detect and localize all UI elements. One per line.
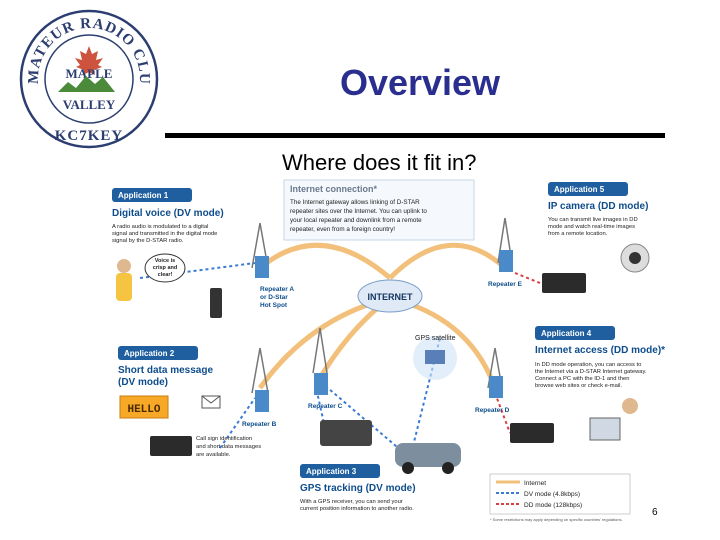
speech-bubble — [144, 253, 186, 283]
dstar-diagram: INTERNET GPS satellite Internet connecti… — [112, 179, 665, 522]
repeater-d: Repeater D — [475, 347, 510, 414]
internet-cloud: INTERNET — [357, 279, 423, 313]
app3-line-1: With a GPS receiver, you can send your — [300, 499, 403, 505]
repeater-b-label: Repeater B — [242, 421, 277, 428]
footnote: * Some restrictions may apply depending … — [490, 517, 623, 522]
application-2-card: Application 2 Short data message (DV mod… — [118, 346, 261, 458]
internet-connection-box: Internet connection* The Internet gatewa… — [283, 179, 475, 241]
repeater-e: Repeater E — [488, 217, 523, 288]
app1-tag: Application 1 — [118, 191, 169, 200]
car-icon — [395, 443, 461, 467]
app5-tag: Application 5 — [554, 185, 605, 194]
operator-icon — [622, 398, 638, 414]
gps-satellite: GPS satellite — [413, 335, 457, 380]
app2-title-2: (DV mode) — [118, 377, 168, 388]
repeater-c: Repeater C — [308, 327, 343, 410]
repeater-a-line-2: or D-Star — [260, 294, 288, 301]
slide-subtitle: Where does it fit in? — [282, 150, 477, 175]
app3-line-2: current position information to another … — [300, 506, 414, 512]
app5-line-2: mode and watch real-time images — [548, 224, 635, 230]
repeater-a: Repeater A or D-Star Hot Spot — [251, 222, 294, 309]
internet-label: INTERNET — [368, 292, 414, 302]
logo-valley: VALLEY — [63, 97, 116, 112]
app2-tag: Application 2 — [124, 349, 175, 358]
app4-line-1: In DD mode operation, you can access to — [535, 362, 641, 368]
dd-radio-icon — [542, 273, 586, 293]
mobile-radio-icon — [150, 436, 192, 456]
application-5-card: Application 5 IP camera (DD mode) You ca… — [542, 182, 650, 293]
bubble-line-1: Voice is — [155, 258, 175, 264]
internet-connection-line-3: your local repeater and downlink from a … — [290, 217, 422, 224]
app1-line-2: signal and transmitted in the digital mo… — [112, 231, 217, 237]
app5-line-3: from a remote location. — [548, 231, 608, 237]
logo-callsign: KC7KEY — [55, 128, 124, 144]
maple-leaf-icon — [75, 46, 103, 75]
repeater-d-label: Repeater D — [475, 407, 510, 414]
app4-line-2: the Internet via a D-STAR Internet gatew… — [535, 369, 647, 375]
app1-title: Digital voice (DV mode) — [112, 208, 224, 219]
application-4-card: Application 4 Internet access (DD mode)*… — [510, 326, 665, 443]
app2-line-1: Call sign identification — [196, 436, 252, 442]
logo-maple: MAPLE — [66, 66, 113, 81]
legend: Internet DV mode (4.8kbps) DD mode (128k… — [489, 473, 631, 515]
repeater-c-label: Repeater C — [308, 403, 343, 410]
internet-links — [257, 242, 507, 390]
app4-title: Internet access (DD mode)* — [535, 345, 665, 356]
gps-radio-icon — [320, 420, 372, 446]
app4-line-4: browse web sites or check e-mail. — [535, 383, 622, 389]
message-display-text: HELLO — [127, 404, 160, 416]
laptop-icon — [589, 417, 621, 441]
legend-dv: DV mode (4.8kbps) — [524, 491, 580, 498]
app4-tag: Application 4 — [541, 329, 592, 338]
gps-label: GPS satellite — [415, 335, 456, 342]
page-number: 6 — [652, 507, 658, 518]
club-logo: AMATEUR RADIO CLUB MAPLE VALLEY KC7KEY — [18, 8, 159, 149]
app3-tag: Application 3 — [306, 467, 357, 476]
slide-title: Overview — [339, 62, 501, 103]
repeater-b: Repeater B — [242, 347, 277, 428]
repeater-a-line-3: Hot Spot — [260, 302, 288, 309]
application-3-card: Application 3 GPS tracking (DV mode) Wit… — [300, 420, 461, 512]
application-1-card: Application 1 Digital voice (DV mode) A … — [112, 188, 224, 318]
app5-title: IP camera (DD mode) — [548, 201, 648, 212]
legend-dd: DD mode (128kbps) — [524, 502, 582, 509]
app2-line-3: are available. — [196, 452, 231, 458]
person-icon — [117, 259, 131, 273]
internet-connection-title: Internet connection* — [290, 184, 378, 194]
repeater-a-line-1: Repeater A — [260, 286, 294, 293]
app2-title-1: Short data message — [118, 365, 213, 376]
app1-line-1: A radio audio is modulated to a digital — [112, 224, 208, 230]
app2-line-2: and short data messages — [196, 444, 261, 450]
handheld-radio-icon — [210, 288, 222, 318]
id1-radio-icon — [510, 423, 554, 443]
app3-title: GPS tracking (DV mode) — [300, 483, 416, 494]
app5-line-1: You can transmit live images in DD — [548, 217, 638, 223]
bubble-line-3: clear! — [158, 272, 173, 278]
internet-connection-line-4: repeater, even from a foreign country! — [290, 226, 395, 233]
app1-line-3: signal by the D-STAR radio. — [112, 238, 184, 244]
message-display — [119, 395, 169, 419]
title-divider — [165, 133, 665, 138]
app4-line-3: Connect a PC with the ID-1 and then — [535, 376, 629, 382]
repeater-e-label: Repeater E — [488, 281, 523, 288]
dd-links — [494, 272, 541, 434]
bubble-line-2: crisp and — [153, 265, 177, 271]
internet-connection-line-2: repeater sites over the Internet. You ca… — [290, 208, 427, 215]
internet-connection-line-1: The Internet gateway allows linking of D… — [290, 199, 420, 206]
legend-internet: Internet — [524, 480, 546, 487]
mountain-icon — [58, 76, 115, 92]
